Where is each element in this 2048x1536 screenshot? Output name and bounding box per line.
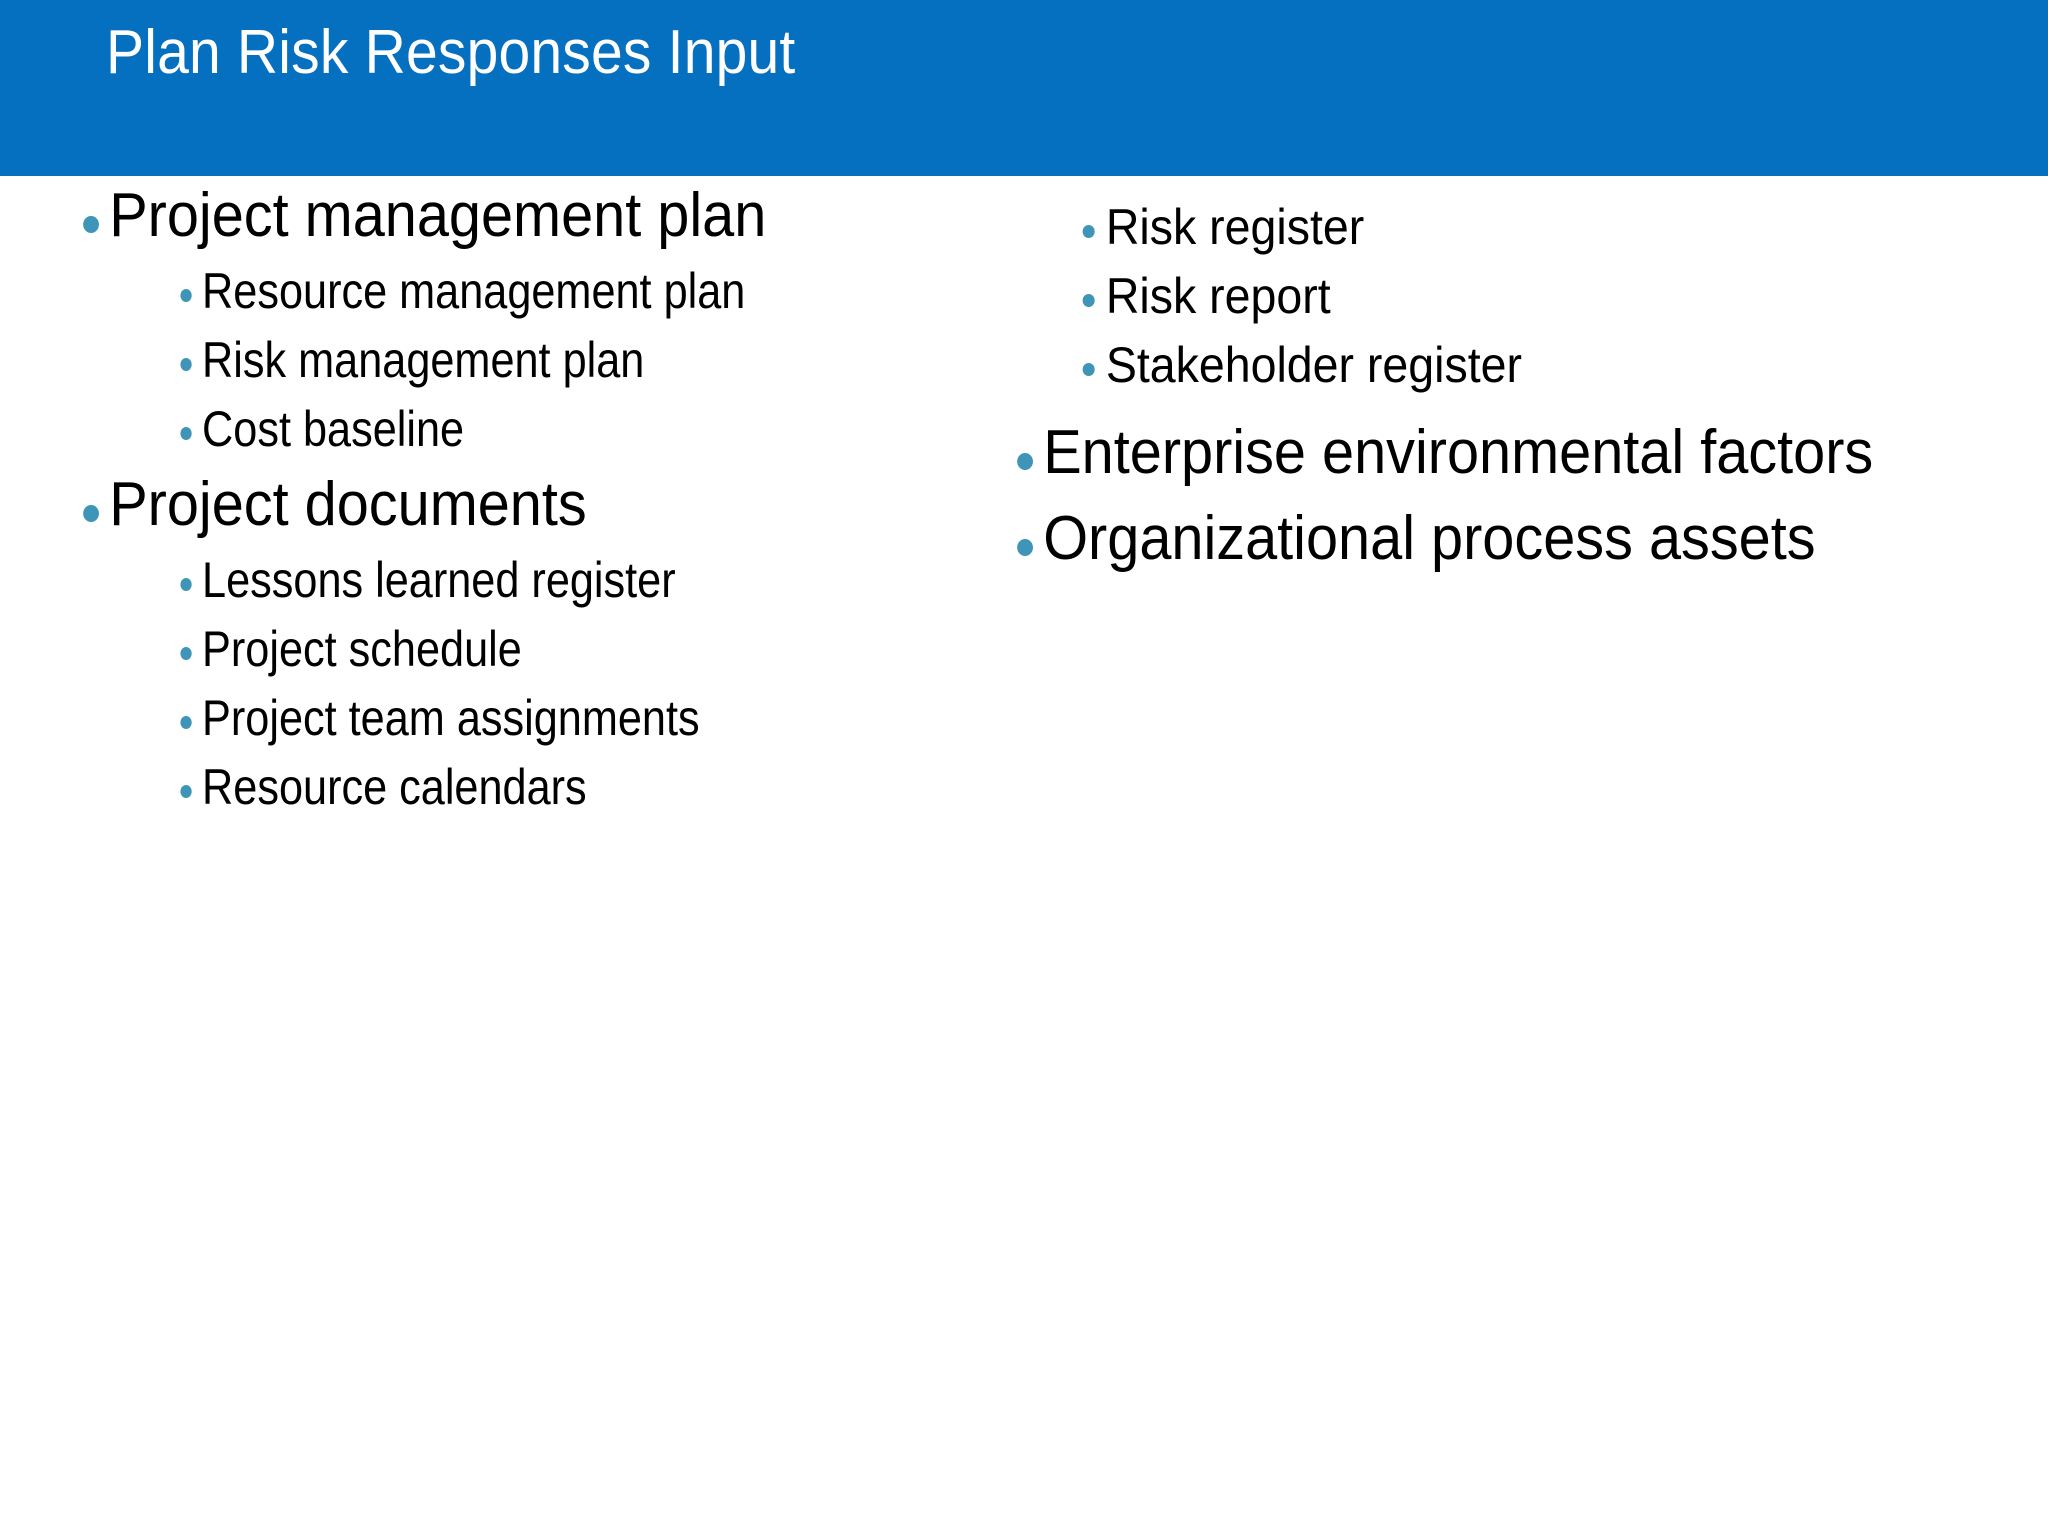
bullet-dot-icon bbox=[1082, 225, 1095, 238]
bullet-dot-icon bbox=[1082, 363, 1095, 376]
list-item-label: Stakeholder register bbox=[1105, 337, 1522, 393]
bullet-dot-icon bbox=[83, 504, 99, 522]
list-item[interactable]: Project team assignments bbox=[163, 689, 883, 748]
list-item-label: Risk register bbox=[1105, 199, 1365, 255]
content-column-left: Project management plan Resource managem… bbox=[72, 176, 1002, 827]
list-item[interactable]: Cost baseline bbox=[163, 400, 883, 459]
list-item[interactable]: Risk management plan bbox=[163, 331, 883, 390]
list-item-label: Enterprise environmental factors bbox=[1043, 418, 1874, 487]
list-item[interactable]: Lessons learned register bbox=[163, 551, 883, 610]
bullet-dot-icon bbox=[180, 426, 192, 440]
title-bar: Plan Risk Responses Input bbox=[0, 0, 2048, 176]
list-item[interactable]: Resource calendars bbox=[163, 758, 883, 817]
list-item[interactable]: Resource management plan bbox=[163, 262, 883, 321]
sub-bullet-list: Lessons learned register Project schedul… bbox=[109, 551, 937, 817]
list-item[interactable]: Project management plan Resource managem… bbox=[72, 180, 937, 459]
bullet-list-right: Risk register Risk report Stakeholder re… bbox=[1006, 198, 1966, 575]
list-item-label: Resource calendars bbox=[202, 758, 587, 815]
list-item[interactable]: Project documents Lessons learned regist… bbox=[72, 469, 937, 817]
bullet-dot-icon bbox=[1082, 294, 1095, 307]
list-item[interactable]: Stakeholder register bbox=[1064, 336, 1903, 395]
bullet-dot-icon bbox=[1017, 453, 1033, 470]
list-item-label: Risk report bbox=[1105, 268, 1331, 324]
bullet-dot-icon bbox=[180, 577, 192, 591]
bullet-dot-icon bbox=[1017, 538, 1033, 556]
bullet-dot-icon bbox=[180, 784, 192, 798]
bullet-list-left: Project management plan Resource managem… bbox=[72, 180, 1002, 817]
list-item-label: Organizational process assets bbox=[1043, 503, 1816, 573]
list-item-label: Project team assignments bbox=[202, 689, 700, 746]
sub-bullet-list: Resource management plan Risk management… bbox=[109, 262, 937, 459]
list-item-label: Lessons learned register bbox=[202, 551, 676, 608]
slide-body: Project management plan Resource managem… bbox=[0, 176, 2048, 1536]
bullet-dot-icon bbox=[83, 216, 99, 233]
bullet-dot-icon bbox=[180, 288, 192, 302]
bullet-dot-icon bbox=[180, 646, 192, 660]
content-column-right: Risk register Risk report Stakeholder re… bbox=[1006, 176, 1966, 579]
list-item-label: Resource management plan bbox=[202, 262, 746, 319]
list-item[interactable]: Risk register bbox=[1064, 198, 1903, 257]
list-item[interactable]: Organizational process assets bbox=[1006, 503, 1899, 575]
list-item[interactable]: Project schedule bbox=[163, 620, 883, 679]
page-title: Plan Risk Responses Input bbox=[106, 18, 796, 87]
list-item[interactable]: Risk report bbox=[1064, 267, 1903, 326]
list-item-label: Project schedule bbox=[202, 620, 522, 677]
list-item-label: Project management plan bbox=[109, 181, 767, 250]
list-item[interactable]: Enterprise environmental factors bbox=[1006, 417, 1899, 489]
list-item-label: Project documents bbox=[109, 469, 587, 539]
list-item-label: Risk management plan bbox=[202, 331, 645, 388]
list-item-label: Cost baseline bbox=[202, 400, 465, 457]
bullet-dot-icon bbox=[180, 715, 192, 729]
bullet-dot-icon bbox=[180, 357, 192, 371]
